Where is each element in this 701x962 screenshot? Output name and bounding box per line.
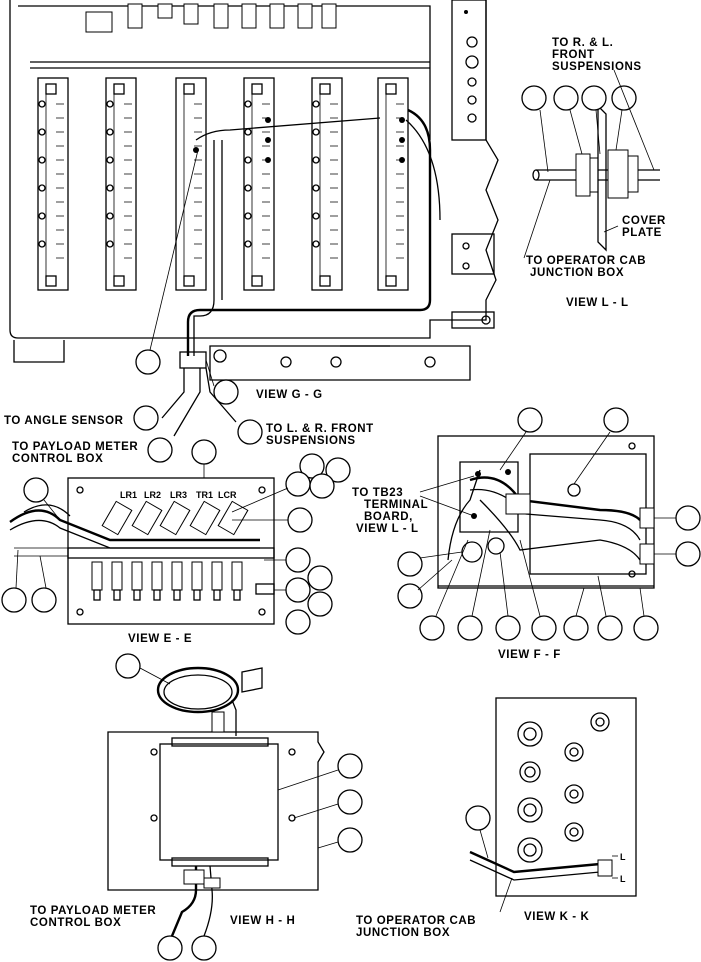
payload-meter-label-2: CONTROL BOX: [12, 453, 103, 465]
relay-lr2-label: LR2: [144, 490, 161, 500]
callout-bubble: [495, 615, 521, 641]
payload-meter-b-label-2: CONTROL BOX: [30, 917, 121, 929]
tb23-label-3: BOARD,: [364, 511, 413, 523]
callout-bubble: [597, 615, 623, 641]
terminal-strips: [37, 77, 409, 291]
view-ff: [397, 407, 701, 641]
callout-bubble: [307, 565, 333, 591]
callout-bubble: [517, 407, 543, 433]
callout-bubble: [135, 349, 161, 375]
relay-tr1-label: TR1: [196, 490, 213, 500]
rl-susp-label-2: FRONT: [552, 49, 595, 61]
callouts-gg: [133, 149, 263, 463]
callout-bubble: [191, 935, 217, 961]
op-cab-label-1: TO OPERATOR CAB: [526, 255, 646, 267]
callout-bubble: [157, 935, 183, 961]
callout-bubble: [553, 85, 579, 111]
connector-row: [91, 561, 275, 601]
view-ee: [1, 439, 351, 635]
tb23-label-4: VIEW L - L: [356, 523, 419, 535]
view-hh: [107, 653, 363, 961]
rl-susp-label-1: TO R. & L.: [552, 37, 613, 49]
view-hh-title: VIEW H - H: [230, 915, 295, 927]
callout-bubble: [1, 587, 27, 613]
relays-row: [101, 500, 249, 536]
callout-bubble: [397, 551, 423, 577]
callout-bubble: [581, 85, 607, 111]
plate-labels: [451, 233, 495, 329]
callout-bubble: [419, 615, 445, 641]
wire-harness: [179, 108, 441, 369]
callout-bubble: [285, 577, 311, 603]
callout-bubble: [521, 85, 547, 111]
view-ee-title: VIEW E - E: [128, 633, 192, 645]
callout-bubble: [213, 379, 239, 405]
callout-bubble: [285, 547, 311, 573]
callout-bubble: [603, 407, 629, 433]
angle-sensor-label: TO ANGLE SENSOR: [4, 415, 124, 427]
callout-bubble: [563, 615, 589, 641]
l-mark-bottom: L: [620, 874, 626, 884]
op-cab-label-2: JUNCTION BOX: [530, 267, 624, 279]
callout-bubble: [147, 437, 173, 463]
rl-susp-label-3: SUSPENSIONS: [552, 61, 642, 73]
callout-bubble: [307, 591, 333, 617]
view-gg-panel: [9, 0, 499, 437]
callout-bubble: [237, 419, 263, 445]
callout-bubble: [531, 615, 557, 641]
callout-bubble: [397, 583, 423, 609]
view-ll: [521, 69, 660, 259]
callout-bubble: [337, 827, 363, 853]
cover-plate-label-2: PLATE: [622, 227, 662, 239]
view-kk: [465, 697, 637, 913]
relay-lr1-label: LR1: [120, 490, 137, 500]
relay-lcr-label: LCR: [218, 490, 237, 500]
payload-meter-label-1: TO PAYLOAD METER: [12, 441, 138, 453]
callout-bubble: [285, 471, 311, 497]
callout-bubble: [133, 405, 159, 431]
lower-bracket: [13, 340, 471, 381]
callout-bubble: [457, 615, 483, 641]
op-cab-b-label-2: JUNCTION BOX: [356, 927, 450, 939]
tb23-label-1: TO TB23: [352, 487, 403, 499]
callout-bubble: [309, 473, 335, 499]
callout-bubble: [337, 753, 363, 779]
front-susp-label-1: TO L. & R. FRONT: [266, 423, 374, 435]
breakout-branches: [161, 367, 237, 437]
tb23-label-2: TERMINAL: [364, 499, 428, 511]
view-gg-title: VIEW G - G: [256, 389, 323, 401]
view-ll-title: VIEW L - L: [566, 297, 629, 309]
view-ff-title: VIEW F - F: [498, 649, 561, 661]
callout-bubble: [675, 505, 701, 531]
cover-plate-label-1: COVER: [622, 215, 666, 227]
callout-bubble: [285, 609, 311, 635]
top-connector-row: [85, 3, 337, 33]
callout-bubble: [23, 477, 49, 503]
l-mark-top: L: [620, 852, 626, 862]
front-susp-label-2: SUSPENSIONS: [266, 435, 356, 447]
relay-lr3-label: LR3: [170, 490, 187, 500]
callout-bubble: [611, 85, 637, 111]
payload-meter-b-label-1: TO PAYLOAD METER: [30, 905, 156, 917]
callout-bubble: [299, 453, 325, 479]
side-fittings: [451, 0, 487, 141]
callout-bubble: [31, 587, 57, 613]
view-kk-title: VIEW K - K: [524, 911, 590, 923]
callout-bubble: [191, 439, 217, 465]
callout-bubble: [675, 541, 701, 567]
callout-bubble: [465, 805, 491, 831]
callout-bubble: [325, 457, 351, 483]
callout-bubble: [337, 789, 363, 815]
op-cab-b-label-1: TO OPERATOR CAB: [356, 915, 476, 927]
callout-bubble: [633, 615, 659, 641]
callout-bubble: [115, 653, 141, 679]
callout-bubble: [287, 507, 313, 533]
